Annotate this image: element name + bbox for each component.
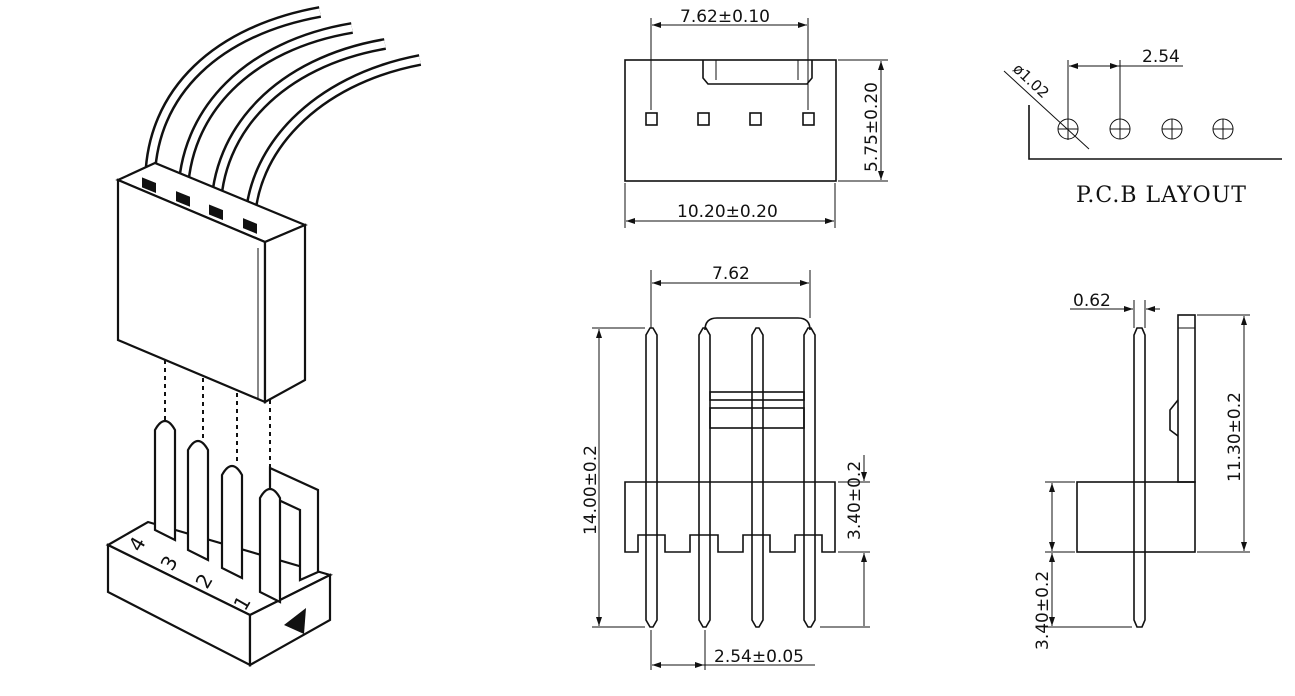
dim-side-tail-length: 3.40±0.2 <box>1033 571 1053 650</box>
header-base <box>105 466 334 667</box>
front-view: 7.62 14.00±0.2 3.40±0.2 2.54±0.05 <box>581 264 870 670</box>
dim-top-height: 5.75±0.20 <box>862 82 882 172</box>
alignment-dashes <box>164 360 271 480</box>
dim-top-width: 10.20±0.20 <box>677 202 778 222</box>
dim-pcb-pitch: 2.54 <box>1142 47 1180 67</box>
connector-illustration: 4 3 2 1 <box>105 6 422 667</box>
pin1-triangle-icon <box>284 608 306 634</box>
dim-top-pitch-span: 7.62±0.10 <box>680 7 770 27</box>
dim-front-body-height: 3.40±0.2 <box>845 461 865 540</box>
dim-front-total-length: 14.00±0.2 <box>581 445 601 535</box>
dim-side-total-height: 11.30±0.2 <box>1225 392 1245 482</box>
pcb-layout: 2.54 ø1.02 P.C.B LAYOUT <box>1003 47 1282 208</box>
dim-side-pin-width: 0.62 <box>1073 291 1111 311</box>
front-pins <box>645 327 816 628</box>
top-view: 7.62±0.10 10.20±0.20 5.75±0.20 <box>624 7 888 228</box>
header-pins <box>153 419 282 604</box>
wires <box>144 6 422 227</box>
pin-squares <box>645 112 815 126</box>
dim-front-pin-span: 7.62 <box>712 264 750 284</box>
dim-front-pitch: 2.54±0.05 <box>714 647 804 667</box>
housing <box>115 161 308 404</box>
side-view: 0.62 11.30±0.2 3.40±0.2 <box>1033 291 1250 650</box>
pcb-layout-title: P.C.B LAYOUT <box>1076 183 1247 208</box>
pcb-holes <box>1057 118 1234 140</box>
